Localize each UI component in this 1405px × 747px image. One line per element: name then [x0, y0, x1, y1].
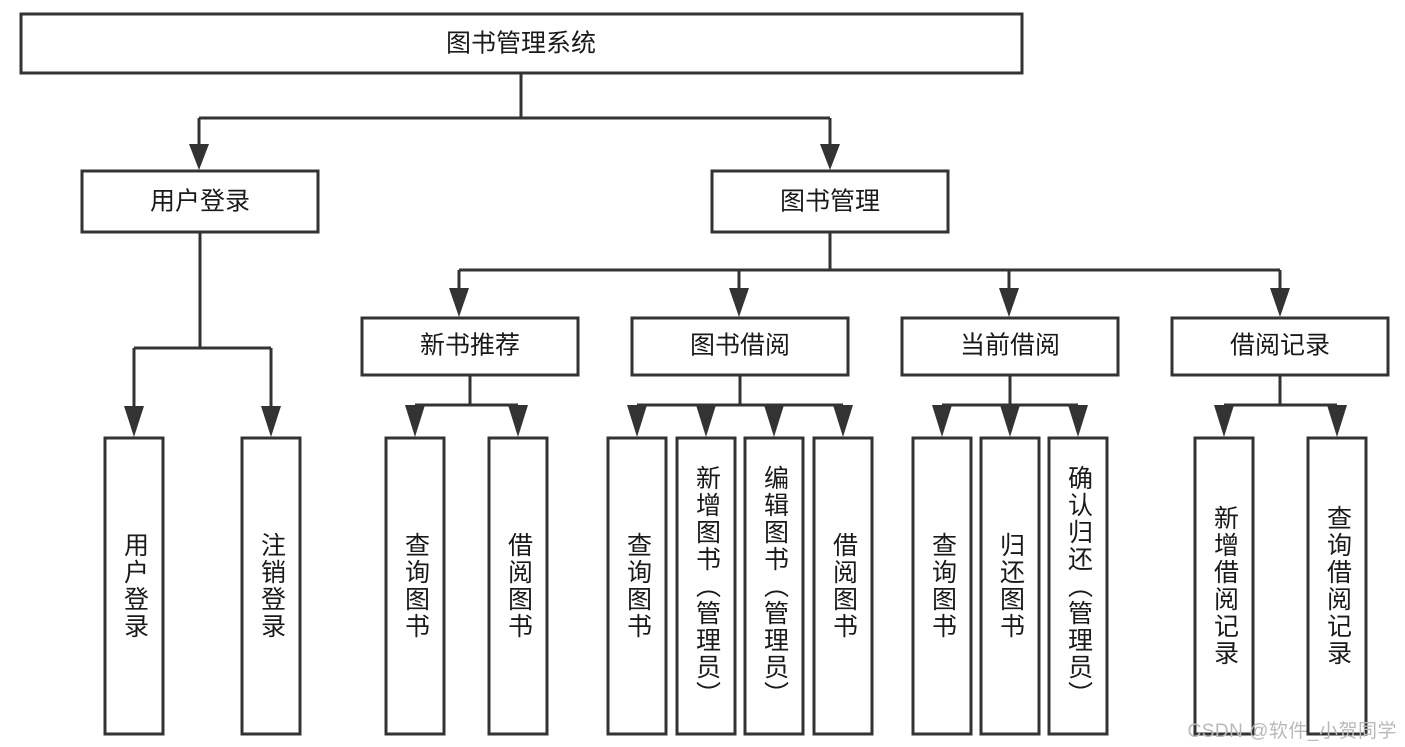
borrow-record-box[interactable] — [1170, 316, 1390, 377]
leaf-edit-book-box[interactable] — [743, 436, 805, 736]
node-book-management[interactable]: 图书管理 — [710, 169, 950, 234]
arrow-leaf-borrow-book-1 — [508, 405, 528, 437]
arrow-to-book-borrow — [729, 288, 749, 317]
arrow-leaf-confirm-return — [1068, 405, 1088, 437]
book-borrow-box[interactable] — [630, 316, 850, 377]
arrow-leaf-return-book — [1000, 405, 1020, 437]
leaf-borrow-book-1-box[interactable] — [487, 436, 549, 736]
csdn-watermark: CSDN @软件_小贺同学 — [1187, 721, 1397, 742]
node-borrow-record[interactable]: 借阅记录 — [1170, 316, 1390, 377]
arrow-to-borrow-record — [1270, 288, 1290, 317]
node-user-login[interactable]: 用户登录 — [80, 169, 320, 234]
leaf-query-book-3-box[interactable] — [911, 436, 973, 736]
arrow-to-book-management — [820, 144, 840, 170]
book-borrow-label: 图书借阅 — [690, 332, 790, 360]
leaf-add-record-box[interactable] — [1193, 436, 1255, 736]
new-book-recommend-label: 新书推荐 — [420, 332, 520, 360]
node-root[interactable]: 图书管理系统 — [19, 12, 1024, 75]
arrow-leaf-query-book-1 — [405, 405, 425, 437]
arrow-leaf-logout-login — [261, 406, 281, 437]
leaf-add-book-box[interactable] — [675, 436, 737, 736]
leaf-query-record-box[interactable] — [1306, 436, 1368, 736]
leaf-query-book-1-box[interactable] — [384, 436, 446, 736]
arrow-leaf-add-book — [696, 405, 716, 437]
arrow-leaf-add-record — [1214, 405, 1234, 437]
current-borrow-label: 当前借阅 — [960, 332, 1060, 360]
book-management-label: 图书管理 — [780, 188, 880, 216]
arrow-leaf-user-login — [124, 406, 144, 437]
leaf-borrow-book-2-box[interactable] — [812, 436, 874, 736]
root-label: 图书管理系统 — [446, 30, 596, 58]
node-new-book-recommend[interactable]: 新书推荐 — [360, 316, 580, 377]
arrow-leaf-edit-book — [764, 405, 784, 437]
arrow-to-new-book-recommend — [449, 288, 469, 317]
leaf-logout-login-box[interactable] — [240, 436, 302, 736]
new-book-recommend-box[interactable] — [360, 316, 580, 377]
leaf-query-book-2-box[interactable] — [606, 436, 668, 736]
arrow-to-current-borrow — [999, 288, 1019, 317]
node-current-borrow[interactable]: 当前借阅 — [900, 316, 1120, 377]
node-book-borrow[interactable]: 图书借阅 — [630, 316, 850, 377]
arrow-leaf-borrow-book-2 — [833, 405, 853, 437]
current-borrow-box[interactable] — [900, 316, 1120, 377]
arrow-leaf-query-record — [1327, 405, 1347, 437]
arrow-to-user-login — [189, 144, 209, 170]
user-login-label: 用户登录 — [150, 188, 250, 216]
leaf-confirm-return-box[interactable] — [1047, 436, 1109, 736]
root-box[interactable] — [19, 12, 1024, 75]
borrow-record-label: 借阅记录 — [1230, 332, 1330, 360]
book-management-box[interactable] — [710, 169, 950, 234]
leaf-user-login-box[interactable] — [103, 436, 165, 736]
arrow-leaf-query-book-2 — [627, 405, 647, 437]
leaf-return-book-box[interactable] — [979, 436, 1041, 736]
arrow-leaf-query-book-3 — [932, 405, 952, 437]
